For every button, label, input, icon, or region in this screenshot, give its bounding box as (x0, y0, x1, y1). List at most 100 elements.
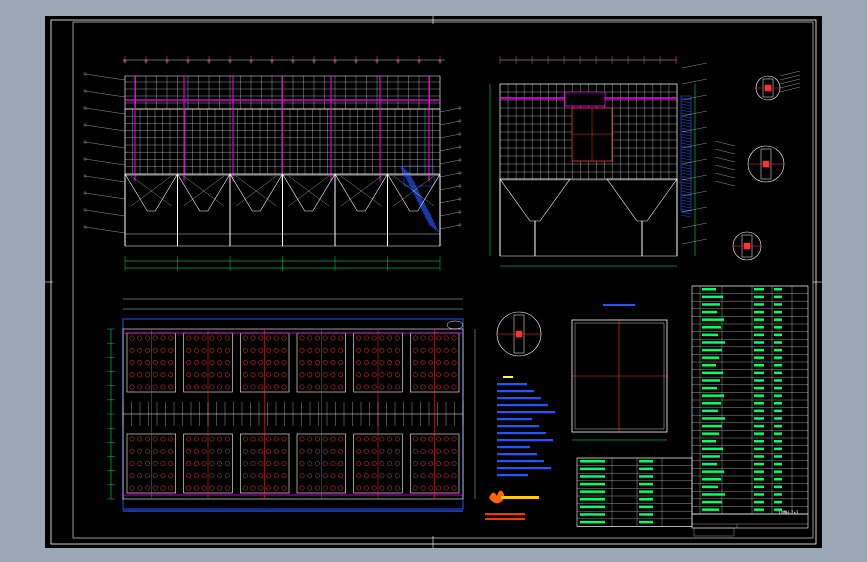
table-cell-text (754, 295, 764, 299)
bag-cell (387, 372, 393, 378)
bag-cell (436, 335, 441, 341)
table-cell-text (639, 467, 653, 471)
bag-cell (193, 436, 199, 442)
hatch-line (680, 172, 692, 176)
bag-cell (412, 360, 418, 365)
bag-cell (193, 347, 199, 353)
bag-cell (443, 372, 449, 378)
table-cell-text (702, 447, 723, 451)
bag-cell (145, 448, 150, 454)
bag-cell (330, 372, 336, 378)
bag-cell (394, 473, 400, 479)
bag-cell (371, 485, 377, 491)
hatch-line (680, 202, 692, 206)
bag-cell (160, 335, 166, 341)
bag-cell (137, 448, 143, 454)
bag-cell (451, 360, 457, 365)
leader-line (779, 70, 801, 77)
bag-cell (387, 335, 393, 341)
leader-line (439, 146, 461, 152)
table-cell-text (754, 409, 764, 413)
bag-cell (387, 360, 393, 365)
bag-cell (193, 461, 199, 466)
note-line (497, 383, 527, 386)
leader-line (714, 180, 736, 187)
bag-cell (412, 461, 418, 466)
leader-line (681, 94, 708, 101)
table-cell-text (754, 303, 764, 306)
bag-cell (387, 461, 393, 466)
hopper (229, 173, 284, 212)
table-cell-text (702, 424, 722, 428)
bag-cell (193, 335, 199, 341)
table-cell-text (774, 485, 782, 489)
bag-cell (137, 372, 143, 378)
bag-cell (168, 448, 174, 454)
leader-line (439, 133, 461, 139)
bag-cell (217, 485, 223, 491)
bag-cell (224, 372, 230, 378)
bag-cell (258, 448, 264, 454)
bag-cell (428, 448, 434, 454)
bag-cell (242, 335, 248, 341)
table-cell-text (702, 500, 722, 504)
table-cell-text (754, 432, 764, 435)
table-cell-text (774, 500, 782, 504)
balloon-marker (291, 59, 295, 63)
bag-cell (315, 360, 320, 365)
bag-cell (281, 347, 287, 353)
bag-cell (242, 372, 248, 378)
table-cell-text (702, 379, 720, 382)
bag-cell (168, 360, 174, 365)
bag-cell (152, 335, 158, 341)
bag-cell (186, 372, 192, 378)
bag-cell (307, 461, 313, 466)
table-cell-text (774, 462, 782, 466)
hatch-line (680, 154, 692, 158)
bag-cell (379, 335, 385, 341)
bag-cell (420, 436, 426, 442)
bag-cell (394, 485, 400, 491)
hatch-line (427, 221, 439, 231)
bag-cell (250, 384, 256, 390)
bag-cell (379, 372, 385, 378)
bag-cell (258, 473, 264, 479)
table-cell-text (580, 498, 605, 501)
bag-cell (129, 347, 135, 353)
leader-line (779, 78, 801, 85)
bag-cell (160, 347, 166, 353)
hatch-line (417, 201, 429, 211)
table-cell-text (774, 379, 782, 382)
table-cell-text (754, 386, 764, 390)
brace (235, 175, 277, 207)
hatch-line (680, 163, 692, 167)
bag-cell (299, 448, 305, 454)
bag-cell (224, 335, 230, 341)
bag-cell (250, 347, 256, 353)
bag-cell (307, 372, 313, 378)
bag-cell (201, 335, 207, 341)
bag-cell (451, 461, 457, 466)
bag-cell (363, 360, 369, 365)
inlet-flange (564, 91, 606, 107)
bag-cell (250, 461, 256, 466)
bag-cell (338, 485, 344, 491)
bag-cell (443, 436, 449, 442)
table-cell-text (702, 288, 716, 291)
hatch-line (410, 187, 422, 197)
bag-cell (186, 448, 192, 454)
bag-cell (307, 335, 313, 341)
bag-cell (330, 360, 336, 365)
bag-cell (412, 372, 418, 378)
bag-cell (201, 372, 207, 378)
table-cell-text (774, 440, 782, 443)
bag-cell (160, 473, 166, 479)
bag-cell (379, 360, 385, 365)
table-cell-text (702, 310, 717, 314)
hatch-line (680, 208, 692, 212)
balloon-marker (458, 119, 462, 123)
bag-cell (322, 448, 328, 454)
hatch-line (680, 109, 692, 113)
bag-cell (412, 347, 418, 353)
bag-cell (363, 335, 369, 341)
